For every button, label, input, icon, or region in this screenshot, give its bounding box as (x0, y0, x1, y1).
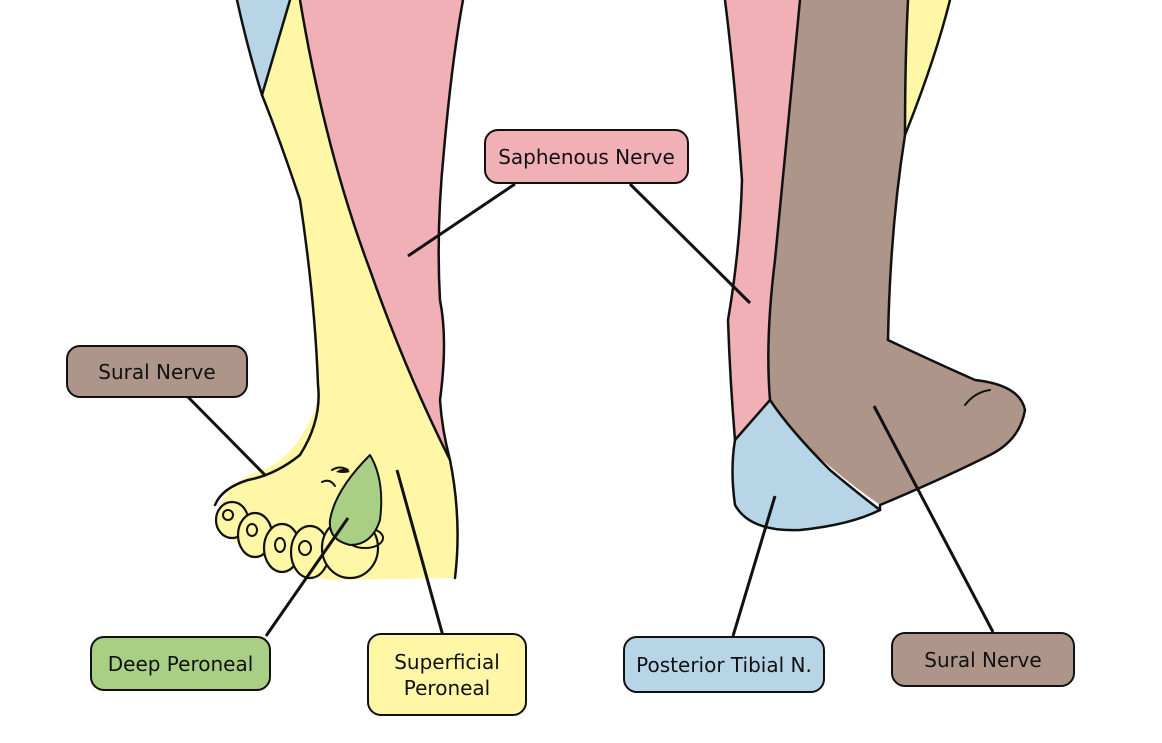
front-blue-region (237, 0, 290, 95)
superficial-peroneal-text-line2: Peroneal (403, 675, 491, 700)
back-yellow-region (905, 0, 950, 135)
deep-peroneal-leader (264, 517, 350, 637)
sural-nerve-left-text: Sural Nerve (98, 359, 216, 384)
sural-left-leader (186, 395, 268, 478)
superficial-peroneal-label: Superficial Peroneal (367, 633, 527, 716)
posterior-tibial-text: Posterior Tibial N. (636, 652, 812, 677)
back-pink-region (725, 0, 800, 440)
posterior-tibial-label: Posterior Tibial N. (623, 636, 825, 693)
superficial-peroneal-leader (395, 469, 445, 637)
deep-peroneal-label: Deep Peroneal (90, 636, 271, 691)
back-brown-region (768, 0, 1025, 505)
front-foot (213, 0, 465, 580)
posterior-tibial-leader (731, 495, 777, 637)
sural-nerve-right-label: Sural Nerve (891, 632, 1075, 687)
leader-lines (186, 182, 995, 637)
sural-nerve-left-label: Sural Nerve (66, 345, 248, 398)
saphenous-nerve-text: Saphenous Nerve (498, 144, 675, 169)
back-foot (723, 0, 1027, 532)
front-yellow-region (215, 0, 458, 580)
saphenous-leader-left (407, 182, 516, 258)
saphenous-nerve-label: Saphenous Nerve (484, 129, 689, 184)
front-pink-region (300, 0, 463, 460)
saphenous-leader-right (628, 182, 752, 305)
sural-nerve-right-text: Sural Nerve (924, 647, 1042, 672)
back-blue-region (732, 400, 880, 531)
superficial-peroneal-text-line1: Superficial (394, 649, 500, 674)
sural-right-leader (872, 405, 995, 633)
deep-peroneal-text: Deep Peroneal (107, 651, 254, 676)
